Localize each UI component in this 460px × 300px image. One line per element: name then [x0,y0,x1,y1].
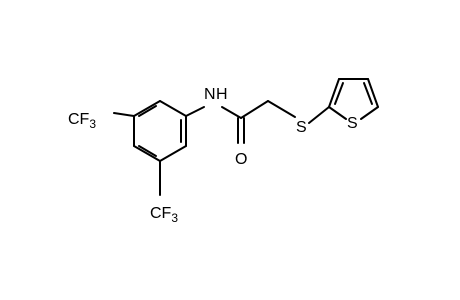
cf3-top-label: CF3 [68,111,96,131]
oxygen-label: O [235,151,247,168]
bond-s-thiophene [308,106,330,124]
benzene-ring [133,100,187,162]
hydrogen-label: H [216,86,228,103]
bond-ch2-s [267,100,296,118]
bond-ring-n [185,106,205,117]
bond-ring-cf3-top [113,112,135,117]
cf3-bottom-label: CF3 [150,205,178,225]
thiophene-ring [328,78,379,120]
thioether-sulfur-label: S [296,119,307,136]
thiophene-sulfur-label: S [347,115,358,132]
nitrogen-label: N [204,86,216,103]
bond-n-carbonyl [221,106,242,119]
bond-carbonyl-ch2 [240,100,269,119]
